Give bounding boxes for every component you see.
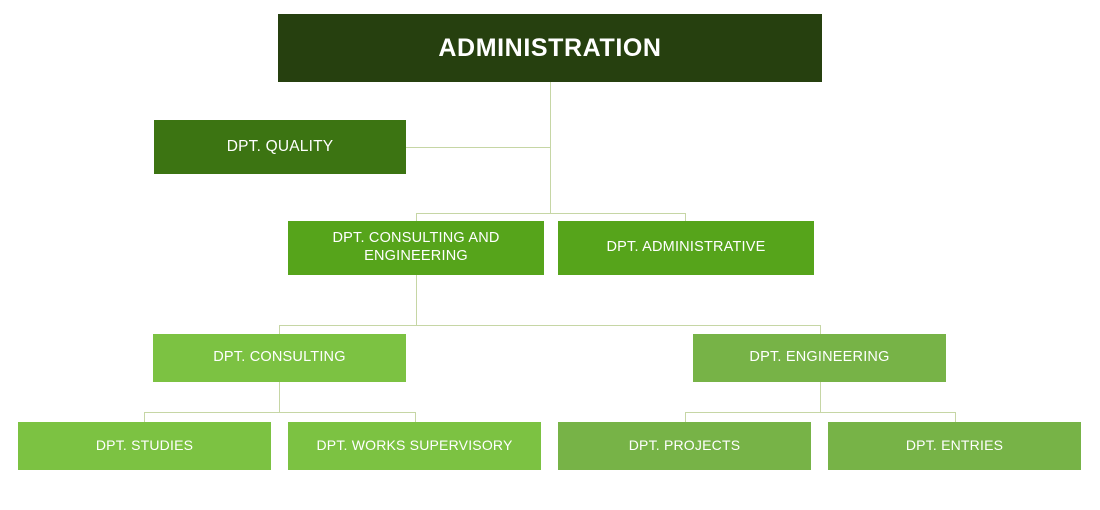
connector-consulting-trunk: [279, 382, 280, 413]
node-dpt-quality-label: DPT. QUALITY: [226, 137, 334, 155]
connector-drop-projects: [685, 412, 686, 423]
node-dpt-consulting[interactable]: DPT. CONSULTING: [153, 334, 406, 382]
node-dpt-quality[interactable]: DPT. QUALITY: [154, 120, 406, 174]
node-dpt-administrative[interactable]: DPT. ADMINISTRATIVE: [558, 221, 814, 275]
node-dpt-entries-label: DPT. ENTRIES: [905, 437, 1004, 454]
connector-admin-to-quality: [406, 147, 551, 148]
connector-consulting-bus: [144, 412, 416, 413]
node-dpt-consulting-and-engineering[interactable]: DPT. CONSULTING AND ENGINEERING: [288, 221, 544, 275]
node-dpt-consulting-label: DPT. CONSULTING: [213, 349, 346, 366]
connector-admin-bus: [416, 213, 686, 214]
connector-drop-administrative: [685, 213, 686, 222]
connector-drop-works-supervisory: [415, 412, 416, 423]
connector-ce-bus: [279, 325, 821, 326]
node-dpt-studies-label: DPT. STUDIES: [95, 437, 194, 454]
connector-engineering-trunk: [820, 382, 821, 413]
connector-drop-consulting-engineering: [416, 213, 417, 222]
connector-drop-entries: [955, 412, 956, 423]
connector-ce-trunk: [416, 275, 417, 326]
node-dpt-consulting-and-engineering-label: DPT. CONSULTING AND ENGINEERING: [332, 230, 500, 264]
node-dpt-engineering-label: DPT. ENGINEERING: [749, 349, 890, 366]
node-dpt-administrative-label: DPT. ADMINISTRATIVE: [606, 239, 766, 256]
node-dpt-works-supervisory-label: DPT. WORKS SUPERVISORY: [316, 437, 513, 454]
node-dpt-projects[interactable]: DPT. PROJECTS: [558, 422, 811, 470]
node-administration-label: ADMINISTRATION: [438, 33, 662, 62]
connector-drop-studies: [144, 412, 145, 423]
connector-engineering-bus: [685, 412, 956, 413]
node-dpt-studies[interactable]: DPT. STUDIES: [18, 422, 271, 470]
node-dpt-works-supervisory[interactable]: DPT. WORKS SUPERVISORY: [288, 422, 541, 470]
connector-admin-trunk: [550, 82, 551, 214]
node-administration[interactable]: ADMINISTRATION: [278, 14, 822, 82]
node-dpt-engineering[interactable]: DPT. ENGINEERING: [693, 334, 946, 382]
node-dpt-entries[interactable]: DPT. ENTRIES: [828, 422, 1081, 470]
node-dpt-projects-label: DPT. PROJECTS: [628, 437, 741, 454]
connector-drop-consulting: [279, 325, 280, 335]
connector-drop-engineering: [820, 325, 821, 335]
